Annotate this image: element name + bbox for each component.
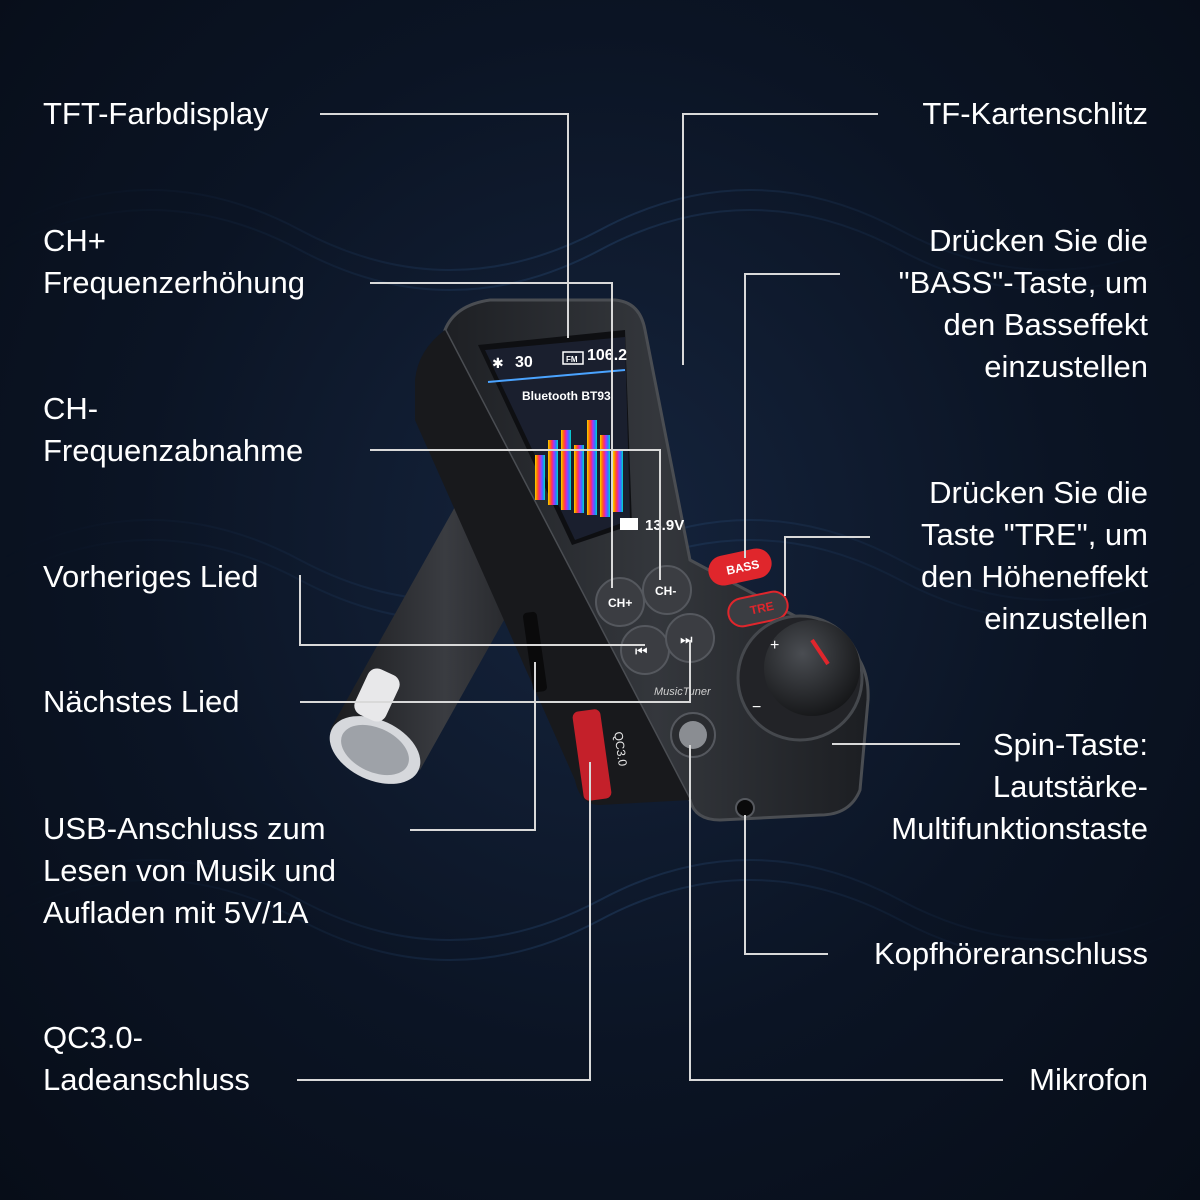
label-line: Aufladen mit 5V/1A (43, 895, 309, 930)
label-line: Frequenzerhöhung (43, 265, 305, 300)
label-qc-port: QC3.0- Ladeanschluss (43, 1017, 250, 1101)
label-line: den Basseffekt (943, 307, 1148, 342)
label-line: "BASS"-Taste, um (898, 265, 1148, 300)
label-line: einzustellen (984, 601, 1148, 636)
label-tf-slot: TF-Kartenschlitz (922, 93, 1148, 135)
label-line: TF-Kartenschlitz (922, 96, 1148, 131)
bass-button[interactable]: BASS (725, 557, 761, 578)
label-headphone-port: Kopfhöreranschluss (874, 933, 1148, 975)
next-icon: ⏭ (680, 631, 693, 647)
label-bass-button: Drücken Sie die "BASS"-Taste, um den Bas… (899, 220, 1148, 388)
screen-frequency: 106.2 (587, 347, 627, 364)
microphone-grille (670, 712, 716, 758)
label-line: Drücken Sie die (929, 223, 1148, 258)
tre-button[interactable]: TRE (749, 599, 775, 618)
previous-icon: ⏮ (635, 643, 648, 659)
label-line: QC3.0- (43, 1020, 143, 1055)
label-line: Multifunktionstaste (891, 811, 1148, 846)
ch-minus-button[interactable]: CH- (655, 584, 676, 598)
knob-minus: − (752, 699, 761, 716)
usb-port-label: QC3.0 (611, 731, 630, 768)
label-line: Spin-Taste: (992, 727, 1148, 762)
device-body (415, 298, 870, 822)
label-next-song: Nächstes Lied (43, 681, 239, 723)
screen-device-name: Bluetooth BT93 (522, 389, 611, 403)
label-line: USB-Anschluss zum (43, 811, 326, 846)
screen-volume: 30 (515, 354, 533, 371)
label-line: CH+ (43, 223, 106, 258)
label-previous-song: Vorheriges Lied (43, 556, 258, 598)
label-line: einzustellen (984, 349, 1148, 384)
label-usb-port: USB-Anschluss zum Lesen von Musik und Au… (43, 808, 336, 934)
label-ch-plus: CH+ Frequenzerhöhung (43, 220, 305, 304)
label-spin-button: Spin-Taste: Lautstärke- Multifunktionsta… (891, 724, 1148, 850)
brand-label: MusicTuner (654, 686, 712, 698)
label-line: TFT-Farbdisplay (43, 96, 269, 131)
label-line: Drücken Sie die (929, 475, 1148, 510)
label-ch-minus: CH- Frequenzabnahme (43, 388, 303, 472)
label-line: Vorheriges Lied (43, 559, 259, 594)
knob-plus: + (770, 637, 779, 654)
headphone-jack (735, 798, 755, 818)
label-line: den Höheneffekt (921, 559, 1148, 594)
screen-voltage: 13.9V (645, 517, 684, 534)
label-line: Frequenzabnahme (43, 433, 304, 468)
spin-knob[interactable]: + − (736, 614, 864, 742)
label-line: Taste "TRE", um (920, 517, 1148, 552)
label-microphone: Mikrofon (1029, 1059, 1148, 1101)
label-line: CH- (43, 391, 99, 426)
label-tre-button: Drücken Sie die Taste "TRE", um den Höhe… (921, 472, 1148, 640)
label-line: Ladeanschluss (43, 1062, 250, 1097)
label-line: Lautstärke- (992, 769, 1148, 804)
label-line: Nächstes Lied (43, 684, 240, 719)
bluetooth-icon: ✱ (492, 355, 504, 371)
ch-plus-button[interactable]: CH+ (608, 596, 632, 610)
label-tft-display: TFT-Farbdisplay (43, 93, 269, 135)
label-line: Mikrofon (1029, 1062, 1148, 1097)
screen-fm-badge: FM (566, 355, 578, 364)
label-line: Lesen von Musik und (43, 853, 336, 888)
label-line: Kopfhöreranschluss (874, 936, 1148, 971)
battery-icon (620, 518, 638, 530)
